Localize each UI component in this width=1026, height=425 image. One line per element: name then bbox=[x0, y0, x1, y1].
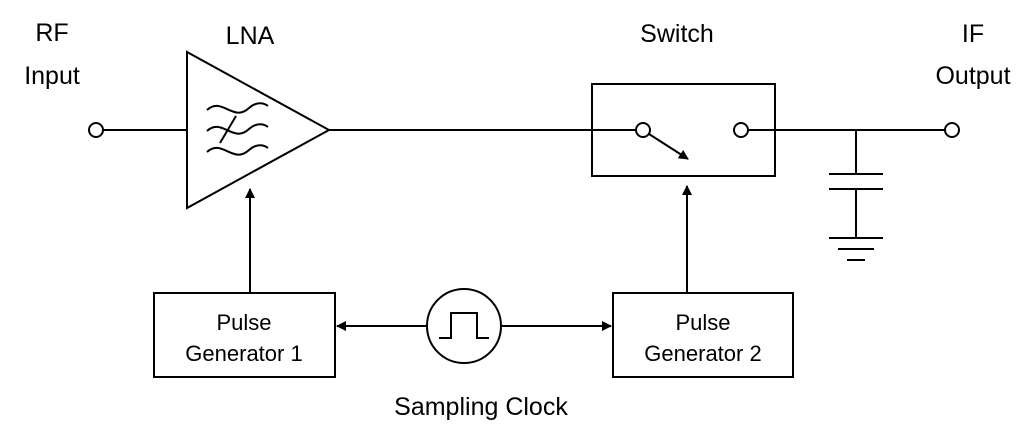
filter-wave-icon bbox=[206, 102, 269, 156]
switch-output-terminal bbox=[733, 122, 749, 138]
rf-input-label: RF bbox=[35, 19, 68, 47]
pulse-generator-1-label: Pulse bbox=[216, 310, 271, 335]
pulse-generator-1-label-line2: Generator 1 bbox=[185, 341, 302, 366]
lna-amplifier-icon bbox=[186, 50, 332, 210]
switch-label: Switch bbox=[640, 20, 714, 48]
lna-label: LNA bbox=[226, 22, 275, 50]
sampling-clock-circle bbox=[426, 288, 502, 364]
if-output-label: IF bbox=[962, 20, 984, 48]
rf-input-terminal bbox=[88, 122, 104, 138]
sampling-clock-label: Sampling Clock bbox=[394, 393, 568, 421]
switch-input-terminal bbox=[635, 122, 651, 138]
if-output-label-line2: Output bbox=[935, 62, 1010, 90]
capacitor-to-ground-icon bbox=[829, 130, 883, 261]
rf-input-label-line2: Input bbox=[24, 62, 80, 90]
pulse-generator-2-box bbox=[612, 292, 794, 378]
pulse-waveform-icon bbox=[439, 312, 489, 339]
pulse-generator-1-box bbox=[153, 292, 336, 378]
if-output-terminal bbox=[944, 122, 960, 138]
pulse-generator-2-label-line2: Generator 2 bbox=[644, 341, 761, 366]
pulse-generator-2-label: Pulse bbox=[675, 310, 730, 335]
switch-arm bbox=[648, 133, 689, 160]
